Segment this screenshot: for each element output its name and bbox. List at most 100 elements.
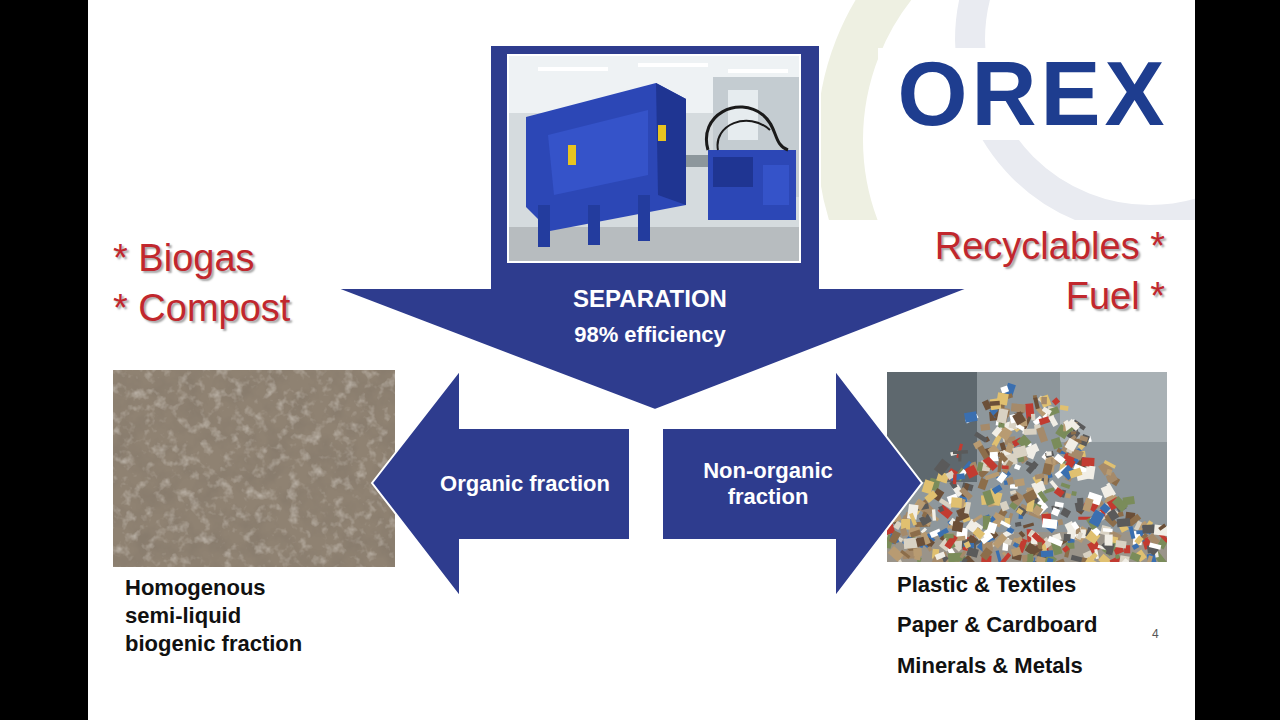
machine-photo (718, 121, 770, 150)
machine-photo (538, 205, 550, 247)
waste-piece (1006, 477, 1014, 486)
machine-photo (548, 110, 648, 195)
waste-piece (1070, 562, 1075, 563)
waste-pile-photo (887, 383, 1167, 562)
output-label: Recyclables * (935, 226, 1165, 268)
waste-piece (1129, 552, 1141, 562)
machine-photo (706, 107, 788, 150)
separation-arrow-shape (335, 45, 970, 410)
waste-piece (932, 509, 936, 521)
waste-piece (913, 548, 922, 556)
text-area: Homogenous semi-liquid biogenic fraction (125, 574, 325, 666)
non-organic-arrow: Non-organic fraction (662, 370, 922, 597)
waste-piece (1107, 509, 1119, 521)
output-label: * Compost (113, 288, 290, 330)
waste-piece (1035, 473, 1045, 480)
waste-piece (1061, 482, 1071, 489)
waste-piece (1104, 460, 1116, 469)
waste-piece (980, 547, 993, 560)
waste-piece (992, 484, 1003, 494)
waste-piece (1115, 540, 1126, 549)
waste-piece (982, 490, 994, 506)
waste-piece (985, 472, 1000, 481)
waste-piece (974, 431, 988, 442)
waste-piece (1046, 451, 1052, 456)
waste-piece (965, 465, 979, 479)
text-area: Organic fraction (440, 428, 610, 540)
waste-piece (1134, 521, 1142, 531)
waste-piece (910, 529, 921, 537)
waste-piece (1134, 535, 1143, 545)
waste-piece (1057, 519, 1063, 525)
waste-piece (1014, 478, 1025, 487)
waste-piece (1016, 506, 1028, 517)
waste-piece (1019, 531, 1026, 538)
waste-piece (1129, 526, 1136, 539)
waste-piece (1045, 451, 1054, 458)
sludge-box: Homogenous semi-liquid biogenic fraction (113, 370, 395, 670)
waste-piece (1089, 509, 1105, 527)
waste-piece (997, 408, 1009, 423)
waste-piece (908, 527, 920, 537)
waste-piece (1146, 555, 1153, 562)
waste-piece (966, 547, 979, 558)
non-organic-arrow-outline (662, 370, 922, 597)
text-area: Non-organic fraction (683, 428, 853, 540)
machine-photo (508, 55, 800, 262)
waste-piece (1056, 448, 1062, 454)
sludge-photo (113, 370, 395, 567)
node-text: Minerals & Metals (897, 653, 1083, 679)
waste-piece (1105, 534, 1113, 545)
node-text: Plastic & Textiles (897, 572, 1076, 598)
waste-piece (1051, 437, 1062, 449)
node-text: Homogenous semi-liquid biogenic fraction (125, 574, 325, 658)
waste-piece (1039, 394, 1051, 407)
waste-piece (888, 546, 904, 562)
machine-photo (588, 205, 600, 245)
waste-piece (959, 557, 968, 562)
sludge-photo (113, 370, 395, 567)
waste-piece (1031, 414, 1036, 421)
machine-photo (568, 145, 576, 165)
waste-piece (1010, 494, 1019, 501)
waste-piece (1106, 469, 1112, 476)
waste-piece (900, 528, 908, 537)
waste-piece (1121, 558, 1129, 562)
machine-photo (713, 157, 753, 187)
waste-piece (959, 561, 965, 562)
text-area: Plastic & TextilesPaper & CardboardMiner… (897, 572, 1159, 672)
organic-arrow-outline (372, 370, 630, 597)
waste-piece (998, 426, 1013, 441)
waste-piece (1039, 416, 1050, 425)
waste-piece (964, 502, 971, 514)
waste-piece (953, 450, 968, 454)
waste-piece (1142, 524, 1154, 533)
waste-piece (1026, 461, 1039, 474)
node-text: 98% efficiency (574, 322, 726, 348)
waste-piece (1046, 558, 1053, 562)
waste-piece (1024, 428, 1037, 435)
waste-piece (935, 551, 946, 560)
waste-piece (1065, 438, 1079, 452)
waste-piece (1042, 407, 1052, 415)
waste-piece (1062, 545, 1070, 553)
waste-piece (1034, 556, 1046, 562)
waste-piece (1060, 405, 1069, 411)
waste-piece (1023, 522, 1034, 528)
page-number: 4 (1152, 628, 1159, 641)
waste-piece (1079, 435, 1088, 442)
waste-piece (977, 445, 989, 459)
waste-piece (1011, 547, 1022, 557)
waste-piece (960, 550, 967, 558)
waste-piece (1042, 463, 1053, 476)
waste-piece (1042, 518, 1058, 529)
node-text: Non-organic fraction (683, 458, 853, 511)
waste-piece (1015, 522, 1022, 527)
waste-piece (953, 474, 957, 484)
waste-piece (1071, 491, 1077, 496)
waste-piece (964, 411, 978, 423)
waste-piece (944, 534, 957, 549)
waste-piece (1100, 503, 1111, 514)
waste-piece (992, 426, 1003, 437)
